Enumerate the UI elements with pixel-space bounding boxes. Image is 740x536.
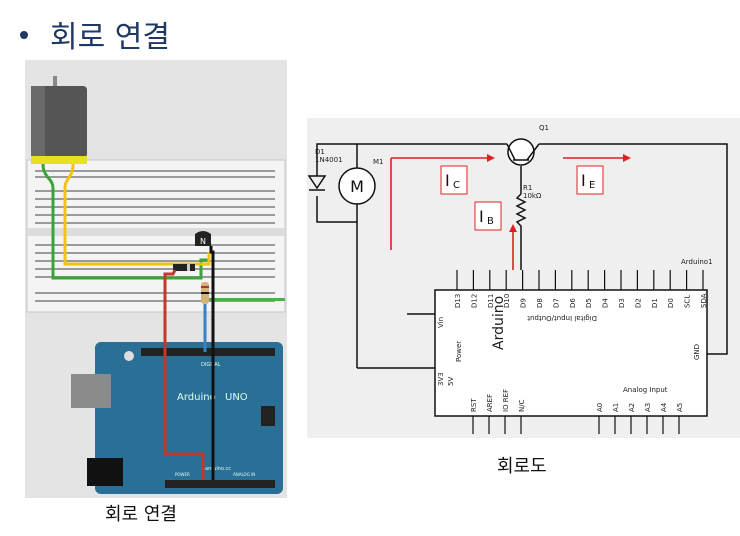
- top-pin-label: D5: [585, 298, 593, 308]
- power-jack: [87, 458, 123, 486]
- resistor-symbol: [515, 193, 527, 230]
- vin-label: Vin: [437, 317, 445, 328]
- transistor-mark: N: [200, 237, 206, 246]
- v5-label: 5V: [447, 377, 455, 386]
- board-digital-label: DIGITAL: [201, 362, 221, 368]
- wire-black: [209, 246, 215, 480]
- circuit-schematic: D1 1N4001 M M1 Q1 R1 10kΩ Arduino1 Ardui…: [307, 118, 740, 438]
- top-pin-label: D10: [503, 294, 511, 308]
- breadboard-illustration: N Arduino UNO DIGITAL arduino.cc POWER A…: [25, 60, 287, 498]
- top-pin-label: D3: [618, 298, 626, 308]
- icsp-header: [261, 406, 275, 426]
- top-pin-label: D8: [536, 298, 544, 308]
- ic-sub-label: C: [453, 180, 460, 191]
- top-pin-label: D4: [602, 298, 610, 308]
- analog-pin-label: A2: [628, 403, 636, 412]
- arduino1-label: Arduino1: [681, 258, 713, 266]
- top-pin-label: SDA: [700, 293, 708, 308]
- digital-io-label: Digital Input/Output: [527, 314, 597, 322]
- transistor-symbol: [506, 138, 540, 166]
- motor-wire-yellow: [63, 163, 211, 266]
- digital-header: [141, 348, 275, 356]
- top-pin-labels: D13 D12 D11 D10 D9 D8 D7 D6 D5 D4 D3 D2 D1 D0 SCL SDA: [454, 270, 708, 308]
- analog-pin-label: A1: [612, 403, 620, 412]
- top-pin-label: D12: [470, 294, 478, 308]
- analog-pin-label: A3: [644, 403, 652, 412]
- resistor-band: [201, 292, 209, 294]
- schematic-wires: [316, 143, 728, 369]
- ib-sub-label: B: [487, 216, 494, 227]
- analog-pin-label: A4: [660, 402, 668, 412]
- dc-motor: [31, 76, 87, 164]
- ie-label: I: [581, 171, 586, 190]
- bullet-icon: [20, 30, 28, 39]
- motor-symbol: [338, 167, 376, 205]
- bottom-pin-label: RST: [470, 398, 478, 412]
- top-pin-label: D0: [667, 298, 675, 308]
- top-pin-label: D1: [651, 298, 659, 308]
- current-arrows: [390, 154, 631, 270]
- gnd-label: GND: [693, 344, 701, 360]
- ie-sub-label: E: [589, 180, 595, 191]
- analog-pin-label: A5: [676, 403, 684, 412]
- analog-pin-label: A0: [596, 403, 604, 412]
- reset-button: [124, 351, 134, 361]
- page-title: 회로 연결: [20, 12, 170, 56]
- resistor-band: [201, 286, 209, 288]
- d1-label: D1: [315, 148, 325, 156]
- arduino-board: Arduino UNO DIGITAL arduino.cc POWER ANA…: [71, 342, 283, 494]
- motor-m-label: M: [350, 177, 364, 196]
- d1-part-label: 1N4001: [315, 156, 343, 164]
- bottom-pin-label: IO REF: [502, 389, 510, 412]
- top-pin-label: D13: [454, 294, 462, 308]
- board-arduino-label: Arduino: [177, 392, 216, 403]
- diode-band: [187, 264, 190, 271]
- transistor: [195, 234, 211, 246]
- top-pin-label: D7: [552, 298, 560, 308]
- caption-schematic: 회로도: [497, 456, 547, 477]
- green-rail: [205, 298, 285, 301]
- usb-connector: [71, 374, 111, 408]
- top-pin-label: SCL: [684, 295, 692, 308]
- ic-label: I: [445, 171, 450, 190]
- breadboard-divider: [27, 228, 285, 236]
- m1-label: M1: [373, 158, 384, 166]
- arduino-block: [434, 289, 708, 417]
- board-analog-label: ANALOG IN: [233, 472, 255, 477]
- wire-red: [163, 269, 205, 480]
- bottom-pin-labels: RST AREF IO REF N/C A0 A1 A2 A3 A4 A5: [470, 389, 684, 434]
- ic-label-box: I C: [440, 165, 468, 195]
- board-uno-label: UNO: [225, 392, 248, 403]
- board-url: arduino.cc: [205, 466, 231, 472]
- q1-label: Q1: [539, 124, 549, 132]
- analog-input-label: Analog Input: [623, 386, 668, 394]
- top-pin-label: D11: [487, 294, 495, 308]
- power-analog-header: [165, 480, 275, 488]
- ib-label: I: [479, 207, 484, 226]
- caption-breadboard: 회로 연결: [105, 504, 177, 525]
- r1-value-label: 10kΩ: [523, 192, 542, 200]
- power-label: Power: [455, 341, 463, 362]
- arduino-block-name: Arduino: [491, 296, 507, 350]
- r1-label: R1: [523, 184, 532, 192]
- top-pin-label: D2: [634, 298, 642, 308]
- v33-label: 3V3: [437, 372, 445, 386]
- top-pin-label: D9: [520, 298, 528, 308]
- diode-symbol: [307, 175, 327, 191]
- motor-wire-green: [41, 163, 209, 280]
- bottom-pin-label: AREF: [486, 394, 494, 412]
- diode: [173, 264, 195, 271]
- page-title-text: 회로 연결: [50, 20, 170, 55]
- bottom-pin-label: N/C: [518, 399, 526, 412]
- ie-label-box: I E: [576, 165, 604, 195]
- top-pin-label: D6: [569, 298, 577, 308]
- ib-label-box: I B: [474, 201, 502, 231]
- board-power-label: POWER: [175, 472, 190, 477]
